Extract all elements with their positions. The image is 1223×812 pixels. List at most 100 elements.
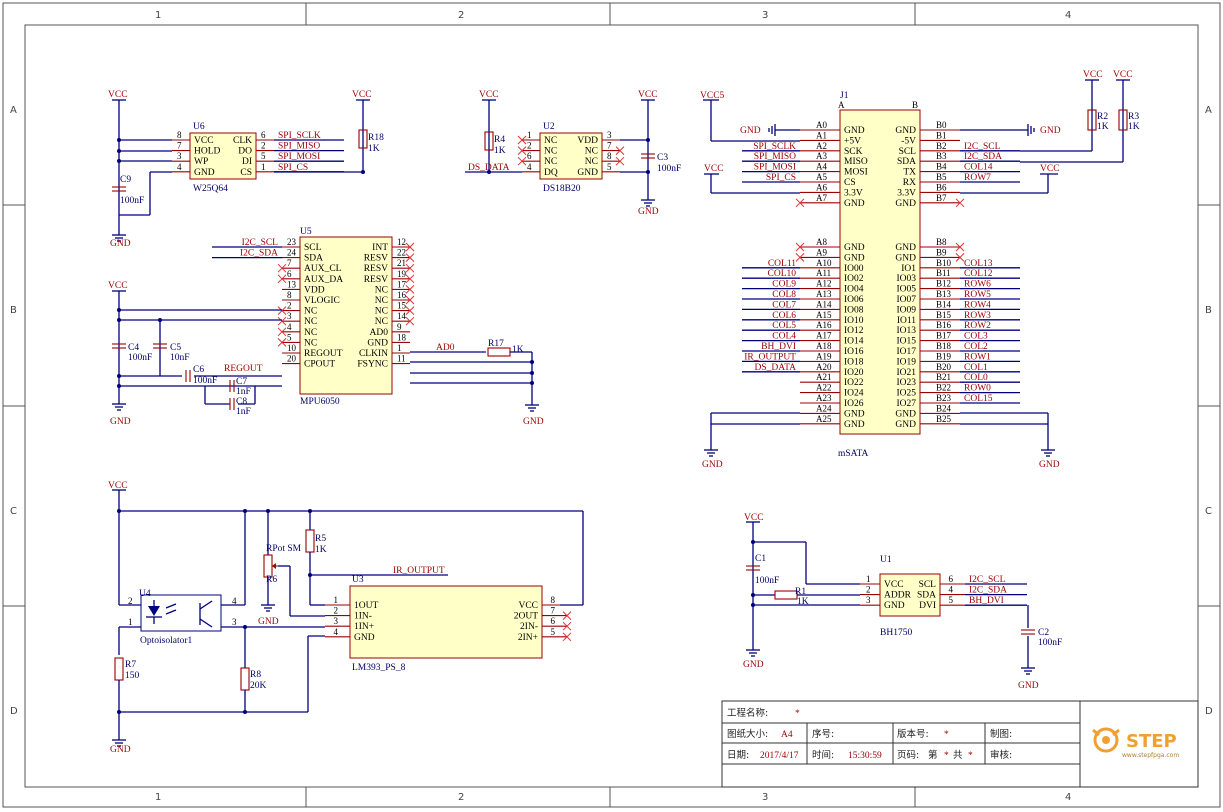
pin-name: IO16 (844, 347, 864, 357)
tb-date-label: 日期: (727, 750, 749, 761)
pin-name: IO09 (896, 305, 916, 315)
pin-number: 1 (261, 162, 266, 172)
pin-number: 24 (287, 248, 297, 258)
pin-name: NC (544, 157, 557, 167)
pin-number: B12 (936, 279, 951, 289)
net-label: ROW6 (964, 280, 991, 290)
pin-name: RESV (364, 275, 388, 285)
no-connect-mark (615, 146, 625, 155)
net-label: BH_DVI (969, 596, 1004, 606)
c4-value: 100nF (128, 353, 152, 363)
tb-page-total: * (968, 751, 973, 761)
tb-page-pre: 第 (928, 749, 938, 761)
pin-name: VLOGIC (304, 296, 340, 306)
pin-number: 5 (949, 595, 954, 605)
net-label: COL7 (772, 300, 796, 310)
no-connect-mark (405, 295, 415, 305)
pin-name: GND (577, 168, 598, 178)
pin-name: DO (238, 147, 252, 157)
j1-a-gnd-label: GND (702, 460, 723, 470)
net-label: COL14 (964, 163, 993, 173)
u5-part: MPU6050 (300, 397, 340, 407)
pin-number: 4 (949, 585, 954, 595)
no-connect-mark (405, 306, 415, 315)
c2-value: 100nF (1038, 638, 1062, 648)
net-label: SPI_MOSI (754, 163, 796, 173)
u2-dsdata-net: DS_DATA (468, 163, 510, 173)
u2-vcc-label: VCC (638, 90, 658, 100)
pin-number: A4 (816, 162, 827, 172)
pin-name: IO05 (896, 285, 916, 295)
net-label: I2C_SCL (242, 238, 279, 248)
net-label: I2C_SCL (964, 142, 1001, 152)
pin-name: VCC (884, 580, 904, 590)
vcc5-label: VCC5 (700, 91, 725, 101)
pin-number: 22 (397, 248, 406, 258)
step-logo-subtext: www.stepfpga.com (1122, 752, 1179, 759)
c3-value: 100nF (657, 164, 681, 174)
pin-name: GND (844, 253, 865, 263)
pin-number: A12 (816, 279, 832, 289)
no-connect-mark (562, 621, 572, 631)
pin-name: SCL (919, 580, 937, 590)
pin-name: SCK (844, 147, 863, 157)
no-connect-mark (517, 146, 527, 155)
pin-number: B6 (936, 182, 947, 192)
no-connect-mark (517, 156, 527, 166)
pin-number: B2 (936, 141, 947, 151)
r18-ref: R18 (368, 133, 384, 143)
pin-name: NC (304, 338, 317, 348)
pin-name: IO13 (896, 326, 916, 336)
c5-value: 10nF (170, 353, 190, 363)
r2-vcc-label: VCC (1083, 70, 1103, 80)
pin-number: B21 (936, 372, 951, 382)
r1-ref: R1 (795, 587, 806, 597)
pin-number: B0 (936, 120, 947, 130)
no-connect-mark (405, 263, 415, 273)
ir-gnd-label: GND (110, 745, 131, 755)
u4-pin1: 1 (128, 617, 133, 627)
pin-number: 8 (177, 130, 182, 140)
pin-name: FSYNC (357, 360, 388, 370)
net-label: COL0 (964, 373, 988, 383)
pin-number: A20 (816, 362, 832, 372)
pin-name: RESV (364, 254, 388, 264)
frame-col-4-top: 4 (1065, 10, 1071, 21)
pin-number: A17 (816, 331, 832, 341)
pin-name: MOSI (844, 168, 868, 178)
r2-value: 1K (1097, 122, 1109, 132)
net-label: SPI_MOSI (278, 152, 320, 162)
pin-name: GND (884, 601, 905, 611)
pin-name: 2IN+ (518, 633, 538, 643)
pin-number: 3 (607, 130, 612, 140)
u5-gnd-label: GND (110, 417, 131, 427)
frame-col-2-bottom: 2 (458, 792, 464, 803)
net-label: SPI_SCLK (278, 131, 321, 141)
net-label: SPI_MISO (754, 152, 796, 162)
no-connect-mark (562, 632, 572, 642)
pin-name: CS (240, 168, 252, 178)
pin-name: IO19 (896, 357, 916, 367)
no-connect-mark (277, 338, 287, 347)
pin-number: 16 (397, 290, 407, 300)
pin-number: 4 (334, 627, 339, 637)
pin-number: A23 (816, 393, 832, 403)
u5-gnd-right-label: GND (523, 417, 544, 427)
frame-row-c-left: C (10, 506, 17, 517)
pin-name: IO27 (896, 399, 916, 409)
pin-number: B9 (936, 247, 947, 257)
pin-number: A1 (816, 130, 827, 140)
tb-size-label: 图纸大小: (727, 728, 768, 740)
u6-body (189, 132, 257, 180)
j1-b0-gnd-label: GND (1040, 126, 1061, 136)
frame-row-a-left: A (10, 105, 17, 116)
frame-row-a-right: A (1205, 105, 1212, 116)
pin-name: GND (844, 199, 865, 209)
pin-number: 5 (287, 332, 292, 342)
no-connect-mark (795, 253, 805, 262)
pin-name: GND (844, 126, 865, 136)
j1-ref: J1 (840, 91, 849, 101)
r7-ref: R7 (125, 660, 136, 670)
tb-project-value: * (795, 709, 800, 719)
